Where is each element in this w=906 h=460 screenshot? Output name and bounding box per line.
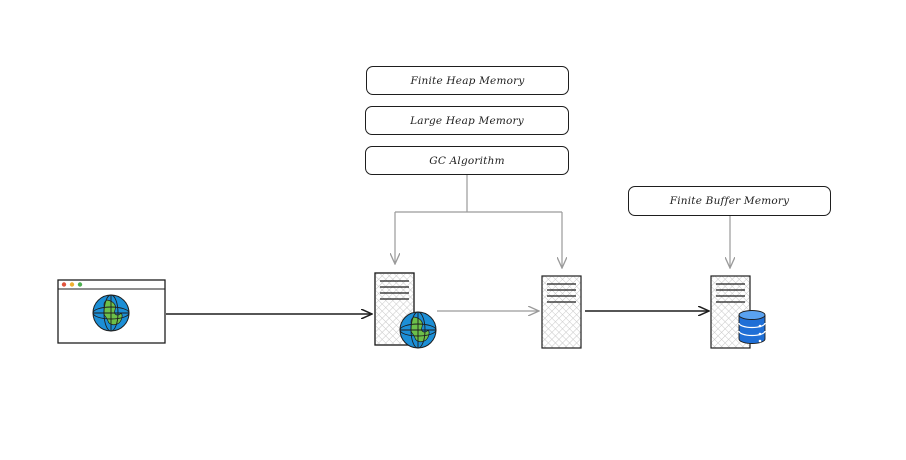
finite-heap-memory-box: Finite Heap Memory (366, 66, 569, 95)
gc-connector (395, 175, 562, 268)
large-heap-memory-box: Large Heap Memory (365, 106, 569, 135)
database-icon (738, 310, 766, 344)
app-server-icon (541, 275, 582, 349)
browser-window-icon (57, 279, 166, 344)
large-heap-memory-label: Large Heap Memory (410, 114, 524, 127)
globe-icon (92, 294, 130, 332)
gc-algorithm-box: GC Algorithm (365, 146, 569, 175)
gc-algorithm-label: GC Algorithm (429, 154, 505, 167)
globe-icon (399, 311, 437, 349)
web-server-icon (374, 272, 437, 349)
db-server-icon (710, 275, 766, 349)
finite-heap-memory-label: Finite Heap Memory (410, 74, 525, 87)
finite-buffer-memory-label: Finite Buffer Memory (669, 195, 790, 207)
finite-buffer-memory-box: Finite Buffer Memory (628, 186, 831, 216)
